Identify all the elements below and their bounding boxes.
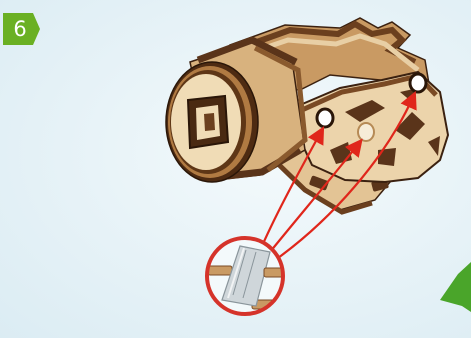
callout-magnifier [207, 238, 288, 314]
wooden-module [166, 18, 448, 212]
next-step-pointer [440, 262, 471, 312]
